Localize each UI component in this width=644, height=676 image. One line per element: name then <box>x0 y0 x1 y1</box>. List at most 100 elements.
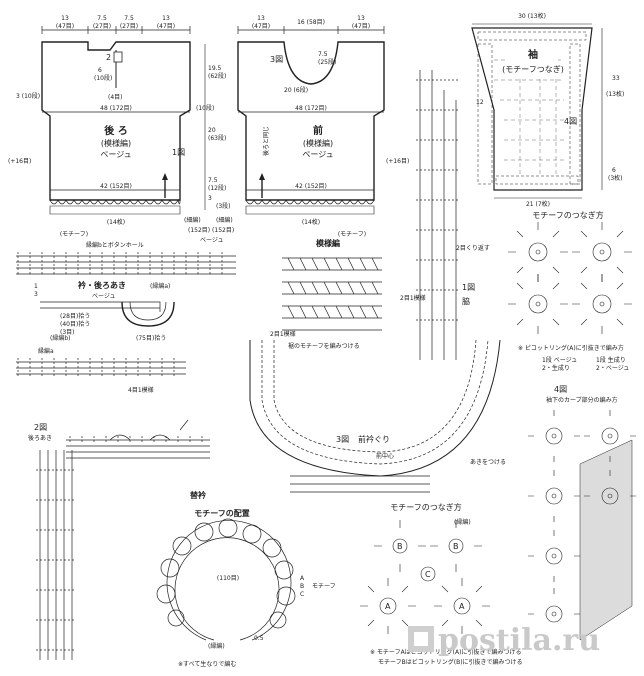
front-stitch: (模様編) <box>303 138 333 148</box>
back-top-width-1: 13 <box>61 15 69 22</box>
back-opening-rows: (10段) <box>94 74 112 82</box>
sleeve-piece: 30 (13枚) 袖 (モチーフつなぎ) 4図 33 (13枚) 6 (3枚) … <box>471 12 624 208</box>
motif-key-2: 2・生成り <box>542 364 570 372</box>
collar-motif: モチーフ <box>312 583 336 590</box>
back-hem-label: (14枚) <box>107 218 125 226</box>
collar-edge-a: (縁編a) <box>150 282 170 290</box>
sleeve-top: 30 (13枚) <box>518 12 546 20</box>
back-top-count-3: (27目) <box>120 23 138 30</box>
front-top-width-2: 16 (58目) <box>297 19 325 26</box>
pattern-motif-note: 裾のモチーフを編みつける <box>288 342 360 350</box>
sleeve-subtitle: (モチーフつなぎ) <box>502 64 564 74</box>
back-inc-rows: (+16目) <box>8 158 31 165</box>
motif-note-b: モチーフBはビコットリング(B)に引抜きで編みつける <box>378 658 523 666</box>
collar-side: 0.5 <box>254 635 264 642</box>
sleeve-fig: 4図 <box>564 117 577 126</box>
back-top-width-3: 7.5 <box>124 15 134 22</box>
front-top-width-3: 13 <box>357 15 365 22</box>
front-hem: 42 (152目) <box>295 183 327 190</box>
front-top-count-2: (47目) <box>352 23 370 30</box>
motif-join-title-bottom: モチーフのつなぎ方 <box>390 502 462 512</box>
pattern-repeat-2: 2目1模様 <box>270 330 296 338</box>
mid-fine-2: (細編) <box>216 216 233 224</box>
collar-measure-4: (75目)拾う <box>136 334 166 342</box>
fig4-subtitle: 袖下のカーブ部分の編み方 <box>546 396 618 404</box>
motif-join-title-right: モチーフのつなぎ方 <box>532 210 604 220</box>
motif-a-label-2: A <box>459 602 465 611</box>
mid-v5: (10段) <box>196 104 214 112</box>
watermark: postila.ru <box>408 623 600 658</box>
collar-num-a: 1 <box>34 283 38 290</box>
back-top-width-4: 13 <box>162 15 170 22</box>
mid-v4-rows: (3段) <box>216 202 231 210</box>
front-neck-rows: (25段) <box>318 58 336 66</box>
mid-v1: 19.5 <box>208 65 222 72</box>
collar-subtitle: モチーフの配置 <box>194 508 250 518</box>
sleeve-side-b: 6 <box>612 167 616 174</box>
mid-v2: 20 <box>208 127 216 134</box>
collar-edge: (縁編) <box>208 642 225 650</box>
front-hem-label: (14枚) <box>302 218 320 226</box>
front-center-label: 後ろと同じ <box>262 126 270 156</box>
collar-opening: 縁編bとボタンホール 衿・後ろあき ベージュ (縁編a) (縁編b) 縁編a (… <box>16 241 236 394</box>
back-top-width-2: 7.5 <box>97 15 107 22</box>
mid-v3: 7.5 <box>208 177 218 184</box>
fig4-sleeve-curve: 4図 袖下のカーブ部分の編み方 <box>528 385 636 641</box>
sleeve-side-a-rows: (13枚) <box>606 90 624 98</box>
front-fig-label: 3図 <box>270 55 283 64</box>
collar-title: 替衿 <box>190 490 206 500</box>
back-fig-label: 1図 <box>172 148 185 157</box>
collar-measure-2: (40目)拾う <box>60 320 90 328</box>
motif-picot-note: ※ ピコットリング(A)に引抜きで編み方 <box>518 344 624 352</box>
collar-legend-a: A <box>300 575 305 582</box>
motif-b-label-1: B <box>397 542 403 551</box>
motif-b-label-2: B <box>453 542 459 551</box>
mid-color: ベージュ <box>200 237 223 244</box>
front-inc-rows: (+16目) <box>386 158 409 165</box>
front-neck-b: 20 (6段) <box>284 86 308 94</box>
mid-v2-rows: (63段) <box>208 134 226 142</box>
back-bottom-label: (4目) <box>108 94 123 101</box>
collar-line-2: 衿・後ろあき <box>78 280 126 290</box>
front-top-count-1: (47目) <box>252 23 270 30</box>
back-side-rows: 3 (10段) <box>16 92 40 100</box>
replacement-collar: 替衿 モチーフの配置 (110目) A B C モチーフ (縁編) 0.5 ※す… <box>156 490 336 668</box>
motif-c-label: C <box>425 570 431 579</box>
collar-measure-1: (28目)拾う <box>60 312 90 320</box>
motif-key-3: 1段 生成り <box>596 356 626 364</box>
sleeve-side-b-rows: (3枚) <box>608 174 623 182</box>
collar-line-3: ベージュ <box>92 293 115 300</box>
pattern-pick: 2目くり返す <box>456 245 490 252</box>
front-color: ベージュ <box>302 150 333 159</box>
motif-edge: (縁編) <box>454 518 471 526</box>
fig3-front-neck: 3図 前衿ぐり 前中心 あきをつける <box>336 434 506 466</box>
back-neck-depth: 2 <box>106 53 111 62</box>
back-bust: 48 (172目) <box>100 105 132 112</box>
back-top-count-1: (47目) <box>56 23 74 30</box>
collar-legend-b: B <box>300 583 304 590</box>
fig3-title: 3図 <box>336 435 349 444</box>
collar-note: ※すべて生なりで編む <box>178 660 236 668</box>
back-color: ベージュ <box>100 150 131 159</box>
middle-dimensions: 19.5 (62段) 20 (63段) 7.5 (12段) 3 (3段) (10… <box>184 44 234 244</box>
fig3-subtitle: 前衿ぐり <box>358 434 390 444</box>
fig3-note: あきをつける <box>470 459 506 466</box>
pattern-side: 脇 <box>462 297 470 306</box>
fig3-center: 前中心 <box>376 452 394 460</box>
motif-note-a: ※ モチーフAはビコットリング(A)に引抜きで編みつける <box>370 648 521 656</box>
motif-key-1: 1段 ベージュ <box>542 356 577 364</box>
collar-center: (110目) <box>217 575 239 582</box>
back-top-count-4: (47目) <box>157 23 175 30</box>
fig2-title: 2図 <box>34 423 47 432</box>
back-opening: 6 <box>98 67 102 74</box>
mid-v1-rows: (62段) <box>208 72 226 80</box>
collar-edge-a2: 縁編a <box>38 347 54 355</box>
front-neck-depth: 7.5 <box>318 51 328 58</box>
mid-fine-1: (細編) <box>184 216 201 224</box>
front-title: 前 <box>313 124 323 137</box>
fig2-subtitle: 後ろあき <box>28 434 52 442</box>
collar-foot: 4目1模様 <box>128 386 154 394</box>
fig4-title: 4図 <box>554 385 567 394</box>
motif-key-4: 2・ベージュ <box>596 365 629 372</box>
